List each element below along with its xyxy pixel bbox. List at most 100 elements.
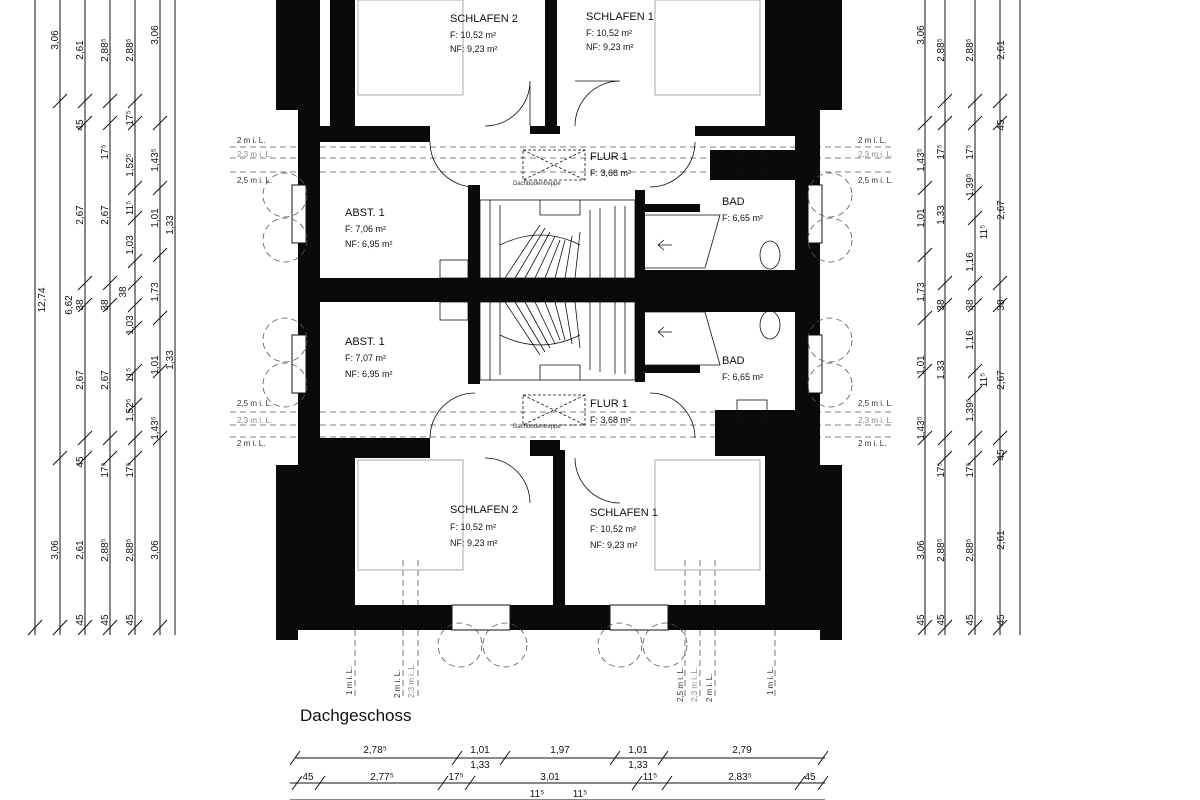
- windows: [262, 172, 853, 668]
- dim-left-c6-5: 1,43⁵: [150, 416, 161, 440]
- dim-right-c1-1: 1,43⁵: [916, 148, 927, 172]
- attic-hatch-bottom: [522, 394, 586, 426]
- room-bad-bottom: BAD F: 6,65 m²: [722, 355, 763, 382]
- dim-left-c5-0: 2,88⁵: [125, 38, 136, 62]
- dim-bottom-r2-2: 17⁵: [448, 772, 463, 783]
- dim-left-c5-2: 1,52⁵: [125, 153, 136, 177]
- room-area: F: 3,68 m²: [590, 415, 631, 425]
- dim-right-c3-1: 17⁵: [965, 144, 976, 159]
- room-area: F: 10,52 m²: [590, 524, 636, 534]
- room-area: F: 7,06 m²: [345, 224, 386, 234]
- hl-right-23m-bot: 2,3 m i. L.: [858, 416, 893, 425]
- hl-bottom-1m-left: 1 m i. L.: [345, 667, 354, 695]
- walls: [276, 0, 842, 640]
- hl-bottom-23m-right: 2,3 m i. L.: [690, 667, 699, 702]
- plan-title: Dachgeschoss: [300, 706, 412, 725]
- room-name: ABST. 1: [345, 207, 385, 219]
- room-abst-top: ABST. 1 F: 7,06 m² NF: 6,95 m²: [345, 207, 393, 249]
- dim-right-c1-6: 3,06: [916, 540, 927, 560]
- hl-left-2m-top: 2 m i. L.: [237, 136, 265, 145]
- dim-right-c3-6: 1,39⁵: [965, 398, 976, 422]
- room-area: F: 10,52 m²: [450, 30, 496, 40]
- dim-bottom-r1-3: 1,01: [628, 745, 648, 756]
- dim-right-c1-4: 1,01: [916, 355, 927, 375]
- room-flur-bottom: FLUR 1 F: 3,68 m² Dachbodentreppe: [513, 398, 631, 430]
- dim-left-c6-1: 1,43⁵: [150, 148, 161, 172]
- dim-left-c5-3: 11⁵: [125, 201, 136, 216]
- room-name: SCHLAFEN 2: [450, 504, 518, 516]
- attic-stair-note: Dachbodentreppe: [513, 181, 561, 187]
- dim-left-c2-0: 3,06: [50, 30, 61, 50]
- right-dimension-chains: 3,06 1,43⁵ 1,01 1,73 1,01 1,43⁵ 3,06 45 …: [916, 0, 1021, 636]
- room-name: FLUR 1: [590, 151, 628, 163]
- dim-right-c1-5: 1,43⁵: [916, 416, 927, 440]
- hl-right-25m-bot: 2,5 m i. L.: [858, 399, 893, 408]
- dim-right-c3-0: 2,88⁵: [965, 38, 976, 62]
- dim-right-c3-4: 38: [965, 299, 976, 311]
- dim-left-c3-5: 45: [75, 456, 86, 468]
- attic-hatch-top: [522, 149, 586, 181]
- dim-left-c6-0: 3,06: [150, 25, 161, 45]
- bathroom-fixtures: [439, 154, 781, 421]
- room-name: SCHLAFEN 2: [450, 13, 518, 25]
- dim-right-c3-5: 1,16: [965, 330, 976, 350]
- room-area: F: 7,07 m²: [345, 353, 386, 363]
- dim-left-c4-0: 2,88⁵: [100, 38, 111, 62]
- dim-bottom-r2-0: 45: [302, 772, 314, 783]
- room-area: F: 3,68 m²: [590, 168, 631, 178]
- dim-bottom-r2-5: 2,83⁵: [728, 772, 752, 783]
- dim-bottom-r2-6: 45: [804, 772, 816, 783]
- staircase-top: [479, 199, 636, 279]
- dim-right-c3-3: 1,16: [965, 252, 976, 272]
- dim-bottom-r1-2: 1,97: [550, 745, 570, 756]
- room-abst-bottom: ABST. 1 F: 7,07 m² NF: 6,95 m²: [345, 336, 393, 379]
- room-area: F: 10,52 m²: [450, 522, 496, 532]
- dim-left-c6b-0: 1,33: [165, 215, 176, 235]
- dim-right-c4-1: 45: [996, 119, 1007, 131]
- room-name: BAD: [722, 196, 745, 208]
- dim-left-c3-6: 2,61: [75, 540, 86, 560]
- dim-left-c4-1: 17⁵: [100, 144, 111, 159]
- room-flur-top: FLUR 1 F: 3,68 m² Dachbodentreppe: [513, 151, 631, 187]
- dim-left-c4-2: 2,67: [100, 205, 111, 225]
- dim-right-c4-6: 2,61: [996, 530, 1007, 550]
- dim-left-c3-2: 2,67: [75, 205, 86, 225]
- dim-right-c4-2: 2,67: [996, 200, 1007, 220]
- hl-left-23m-bot: 2,3 m i. L.: [237, 416, 272, 425]
- dim-left-c6-6: 3,06: [150, 540, 161, 560]
- dim-right-c3-2: 1,39⁵: [965, 173, 976, 197]
- dim-left-c5-7: 11⁵: [125, 368, 136, 383]
- dim-right-c1-3: 1,73: [916, 282, 927, 302]
- staircase-bottom: [479, 301, 636, 381]
- dim-right-c2-2: 1,33: [936, 205, 947, 225]
- dim-left-c5-4: 1,03: [125, 235, 136, 255]
- room-name: FLUR 1: [590, 398, 628, 410]
- dim-left-c6-2: 1,01: [150, 208, 161, 228]
- dim-right-c1-2: 1,01: [916, 208, 927, 228]
- dim-right-c2-1: 17⁵: [936, 144, 947, 159]
- dim-right-c2-6: 2,88⁵: [936, 538, 947, 562]
- hl-bottom-23m-left: 2,3 m i. L.: [407, 663, 416, 698]
- hl-right-25m-top: 2,5 m i. L.: [858, 176, 893, 185]
- dim-right-c4-3: 38: [996, 299, 1007, 311]
- dim-left-c4-5: 17⁵: [100, 462, 111, 477]
- room-net-area: NF: 9,23 m²: [450, 44, 498, 54]
- dim-bottom-r3-0: 11⁵: [530, 789, 545, 800]
- dim-left-c3-7: 45: [75, 614, 86, 626]
- dim-left-c5-9: 17⁵: [125, 462, 136, 477]
- room-schlafen1-top: SCHLAFEN 1 F: 10,52 m² NF: 9,23 m²: [586, 11, 654, 52]
- dim-left-c2-2: 3,06: [50, 540, 61, 560]
- room-name: ABST. 1: [345, 336, 385, 348]
- room-net-area: NF: 9,23 m²: [586, 42, 634, 52]
- room-net-area: NF: 9,23 m²: [590, 540, 638, 550]
- hl-left-25m-bot: 2,5 m i. L.: [237, 399, 272, 408]
- dim-right-c1-7: 45: [916, 614, 927, 626]
- dim-left-c1-0: 12,74: [37, 287, 48, 312]
- dim-bottom-r1-4: 2,79: [732, 745, 752, 756]
- dim-left-c3-4: 2,67: [75, 370, 86, 390]
- dim-left-c5-6: 1,03: [125, 315, 136, 335]
- hl-bottom-25m-right: 2,5 m i. L.: [676, 667, 685, 702]
- dim-left-c5-5: 38: [118, 286, 129, 298]
- room-net-area: NF: 9,23 m²: [450, 538, 498, 548]
- attic-stair-note: Dachbodentreppe: [513, 424, 561, 430]
